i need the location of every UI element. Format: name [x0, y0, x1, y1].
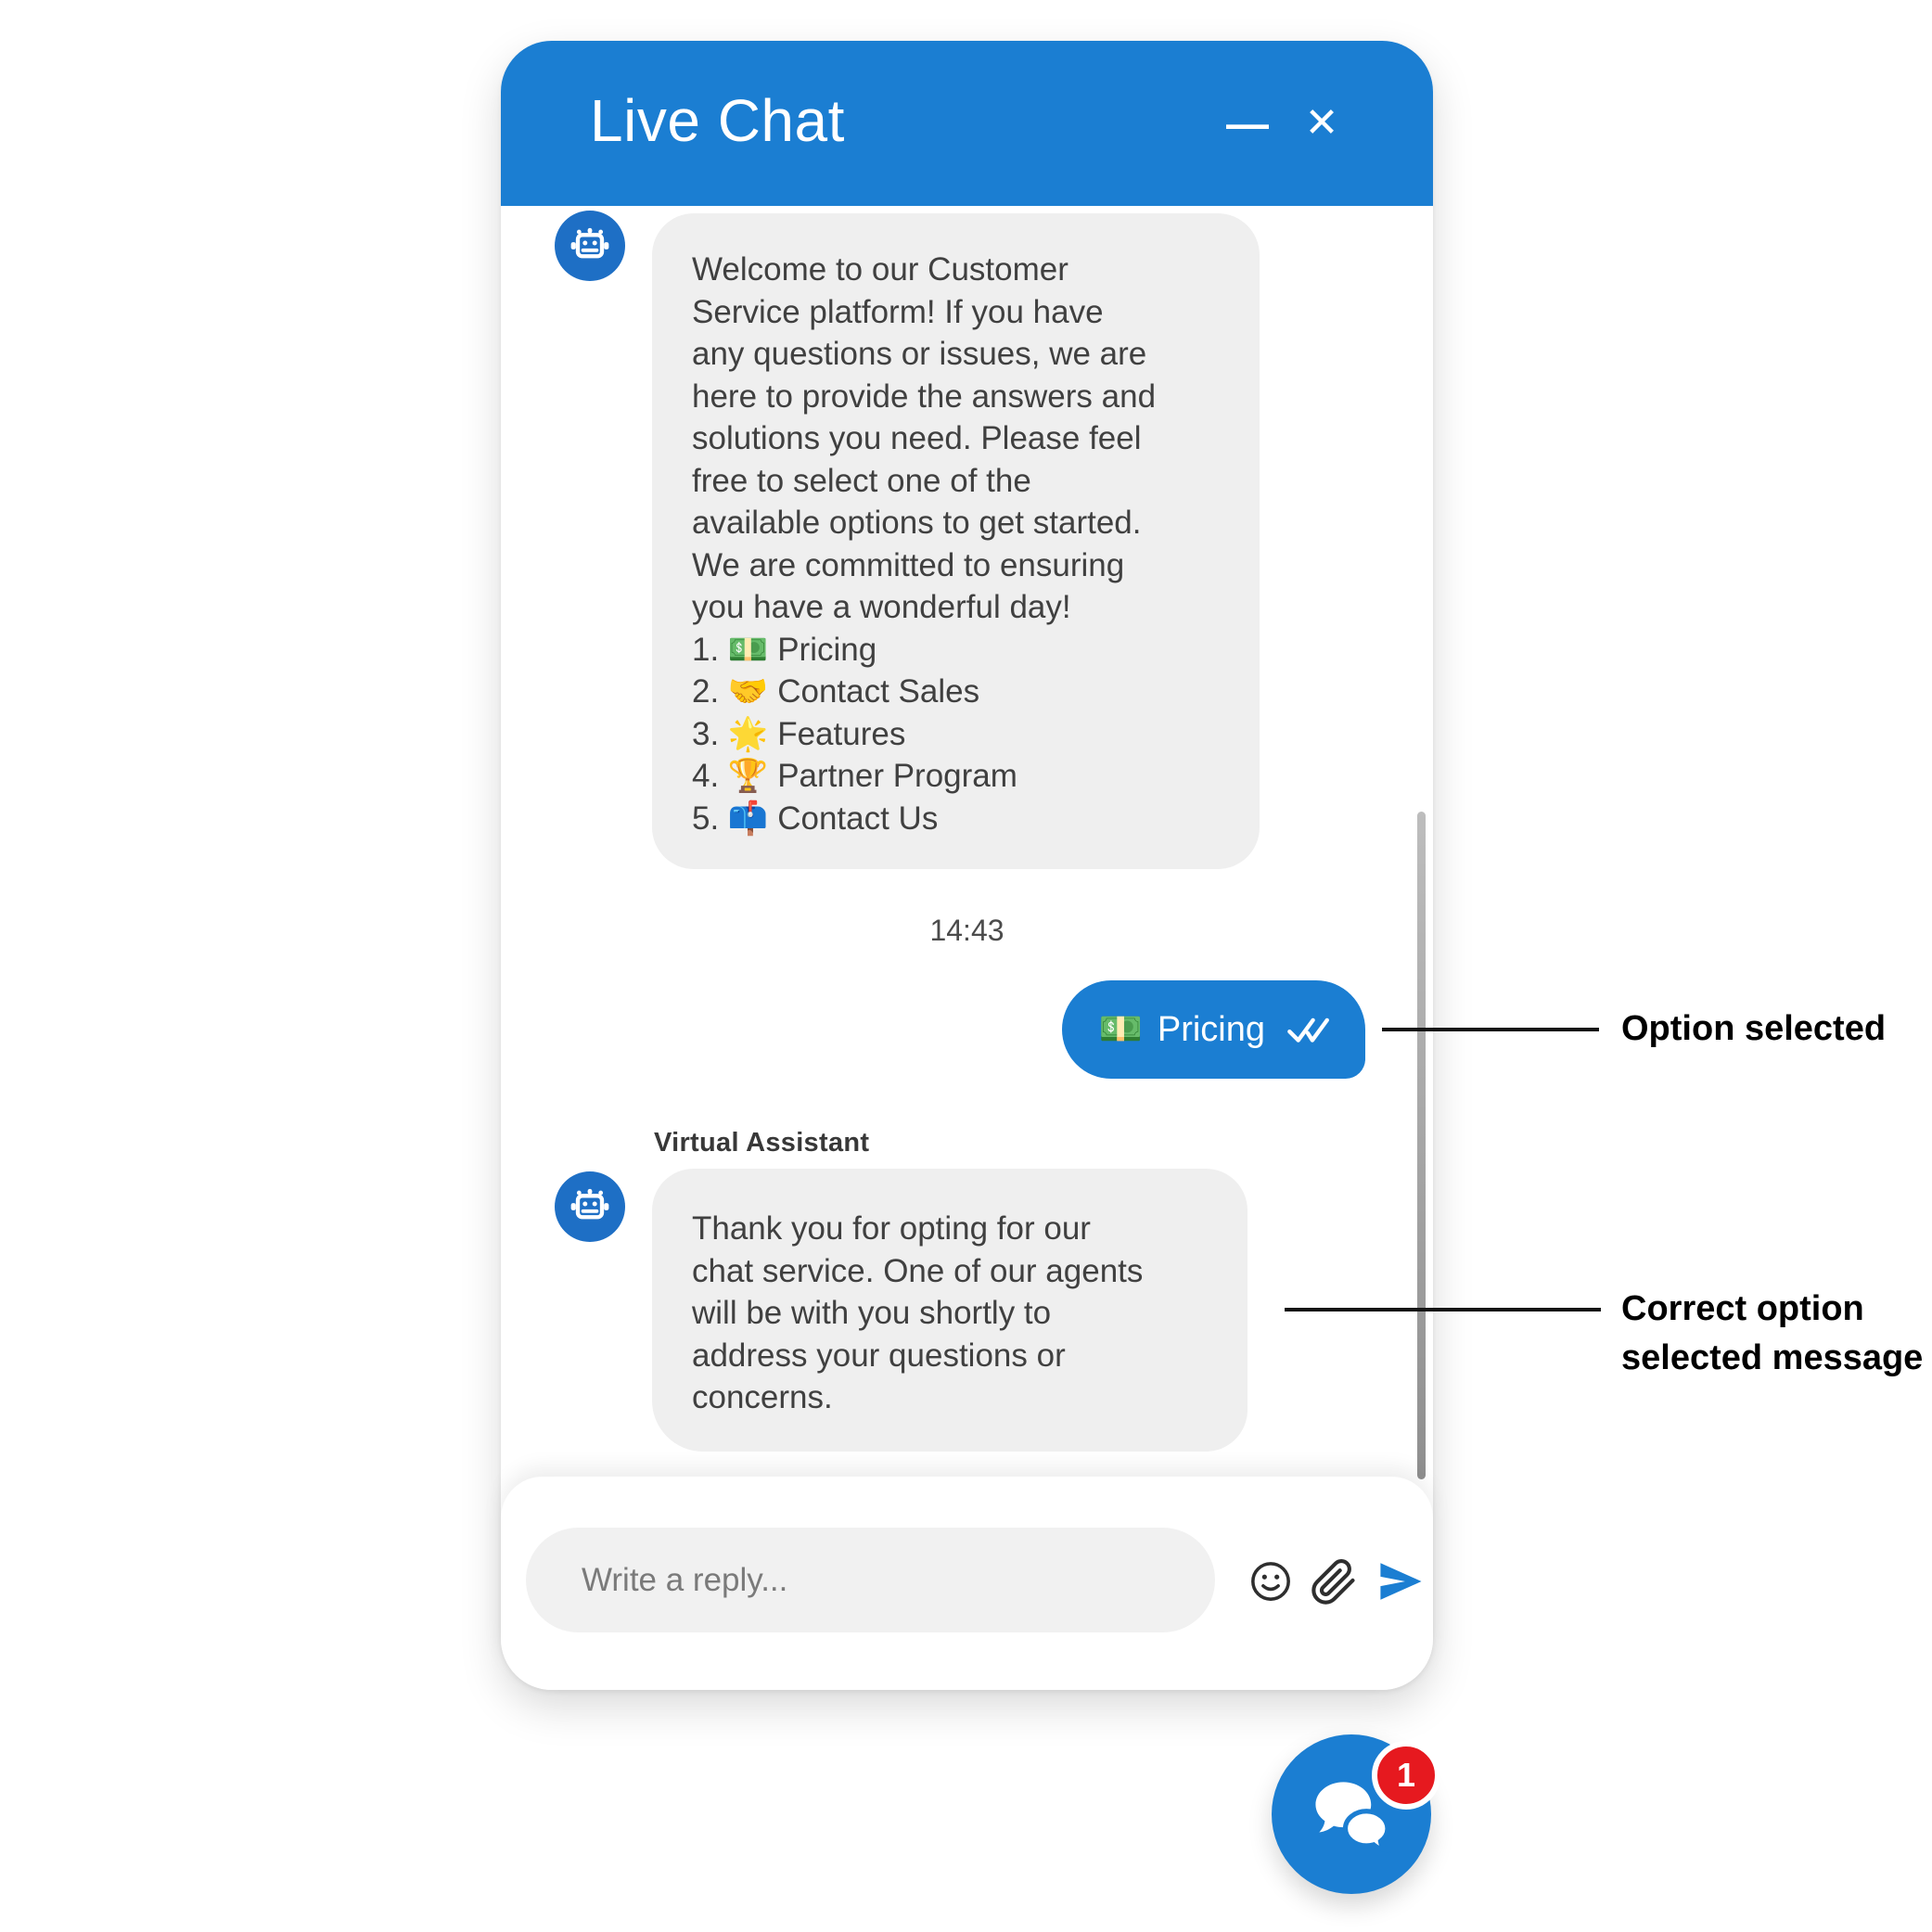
annotation-connector-option-selected [1382, 1028, 1599, 1031]
unread-badge: 1 [1372, 1741, 1440, 1810]
double-check-icon [1287, 1017, 1329, 1043]
composer-bar [501, 1477, 1433, 1690]
annotation-correct-option: Correct option selected message [1621, 1289, 1924, 1377]
bot-followup-message: Thank you for opting for our chat servic… [652, 1169, 1247, 1452]
pricing-emoji: 💵 [1098, 1010, 1143, 1049]
paperclip-icon [1311, 1558, 1355, 1605]
user-reply-label: Pricing [1157, 1009, 1265, 1049]
close-icon: ✕ [1304, 100, 1339, 146]
annotation-connector-correct-option [1285, 1308, 1601, 1311]
close-button[interactable]: ✕ [1296, 94, 1349, 153]
robot-icon [570, 227, 609, 259]
live-chat-window: Live Chat — ✕ Welcome to our Customer Se… [501, 41, 1433, 1690]
bot-welcome-message: Welcome to our Customer Service platform… [652, 213, 1260, 869]
send-button[interactable] [1373, 1556, 1428, 1606]
reply-input[interactable] [526, 1528, 1215, 1632]
send-icon [1380, 1563, 1422, 1600]
emoji-button[interactable] [1247, 1558, 1294, 1605]
robot-icon [570, 1188, 609, 1220]
minimize-icon: — [1226, 99, 1269, 147]
chat-title: Live Chat [590, 87, 845, 155]
unread-count: 1 [1396, 1756, 1416, 1794]
chat-header: Live Chat — ✕ [501, 41, 1433, 206]
minimize-button[interactable]: — [1217, 93, 1278, 154]
chat-bubbles-icon [1315, 1782, 1391, 1853]
smiley-icon [1251, 1562, 1290, 1601]
bot-avatar [555, 1171, 625, 1242]
bot-avatar [555, 211, 625, 281]
message-timestamp: 14:43 [929, 914, 1004, 947]
annotation-option-selected: Option selected [1621, 1009, 1887, 1048]
attachment-button[interactable] [1310, 1558, 1358, 1606]
assistant-name-label: Virtual Assistant [654, 1128, 870, 1158]
user-reply-bubble: 💵 Pricing [1061, 980, 1365, 1079]
chat-scrollbar[interactable] [1417, 812, 1426, 1479]
